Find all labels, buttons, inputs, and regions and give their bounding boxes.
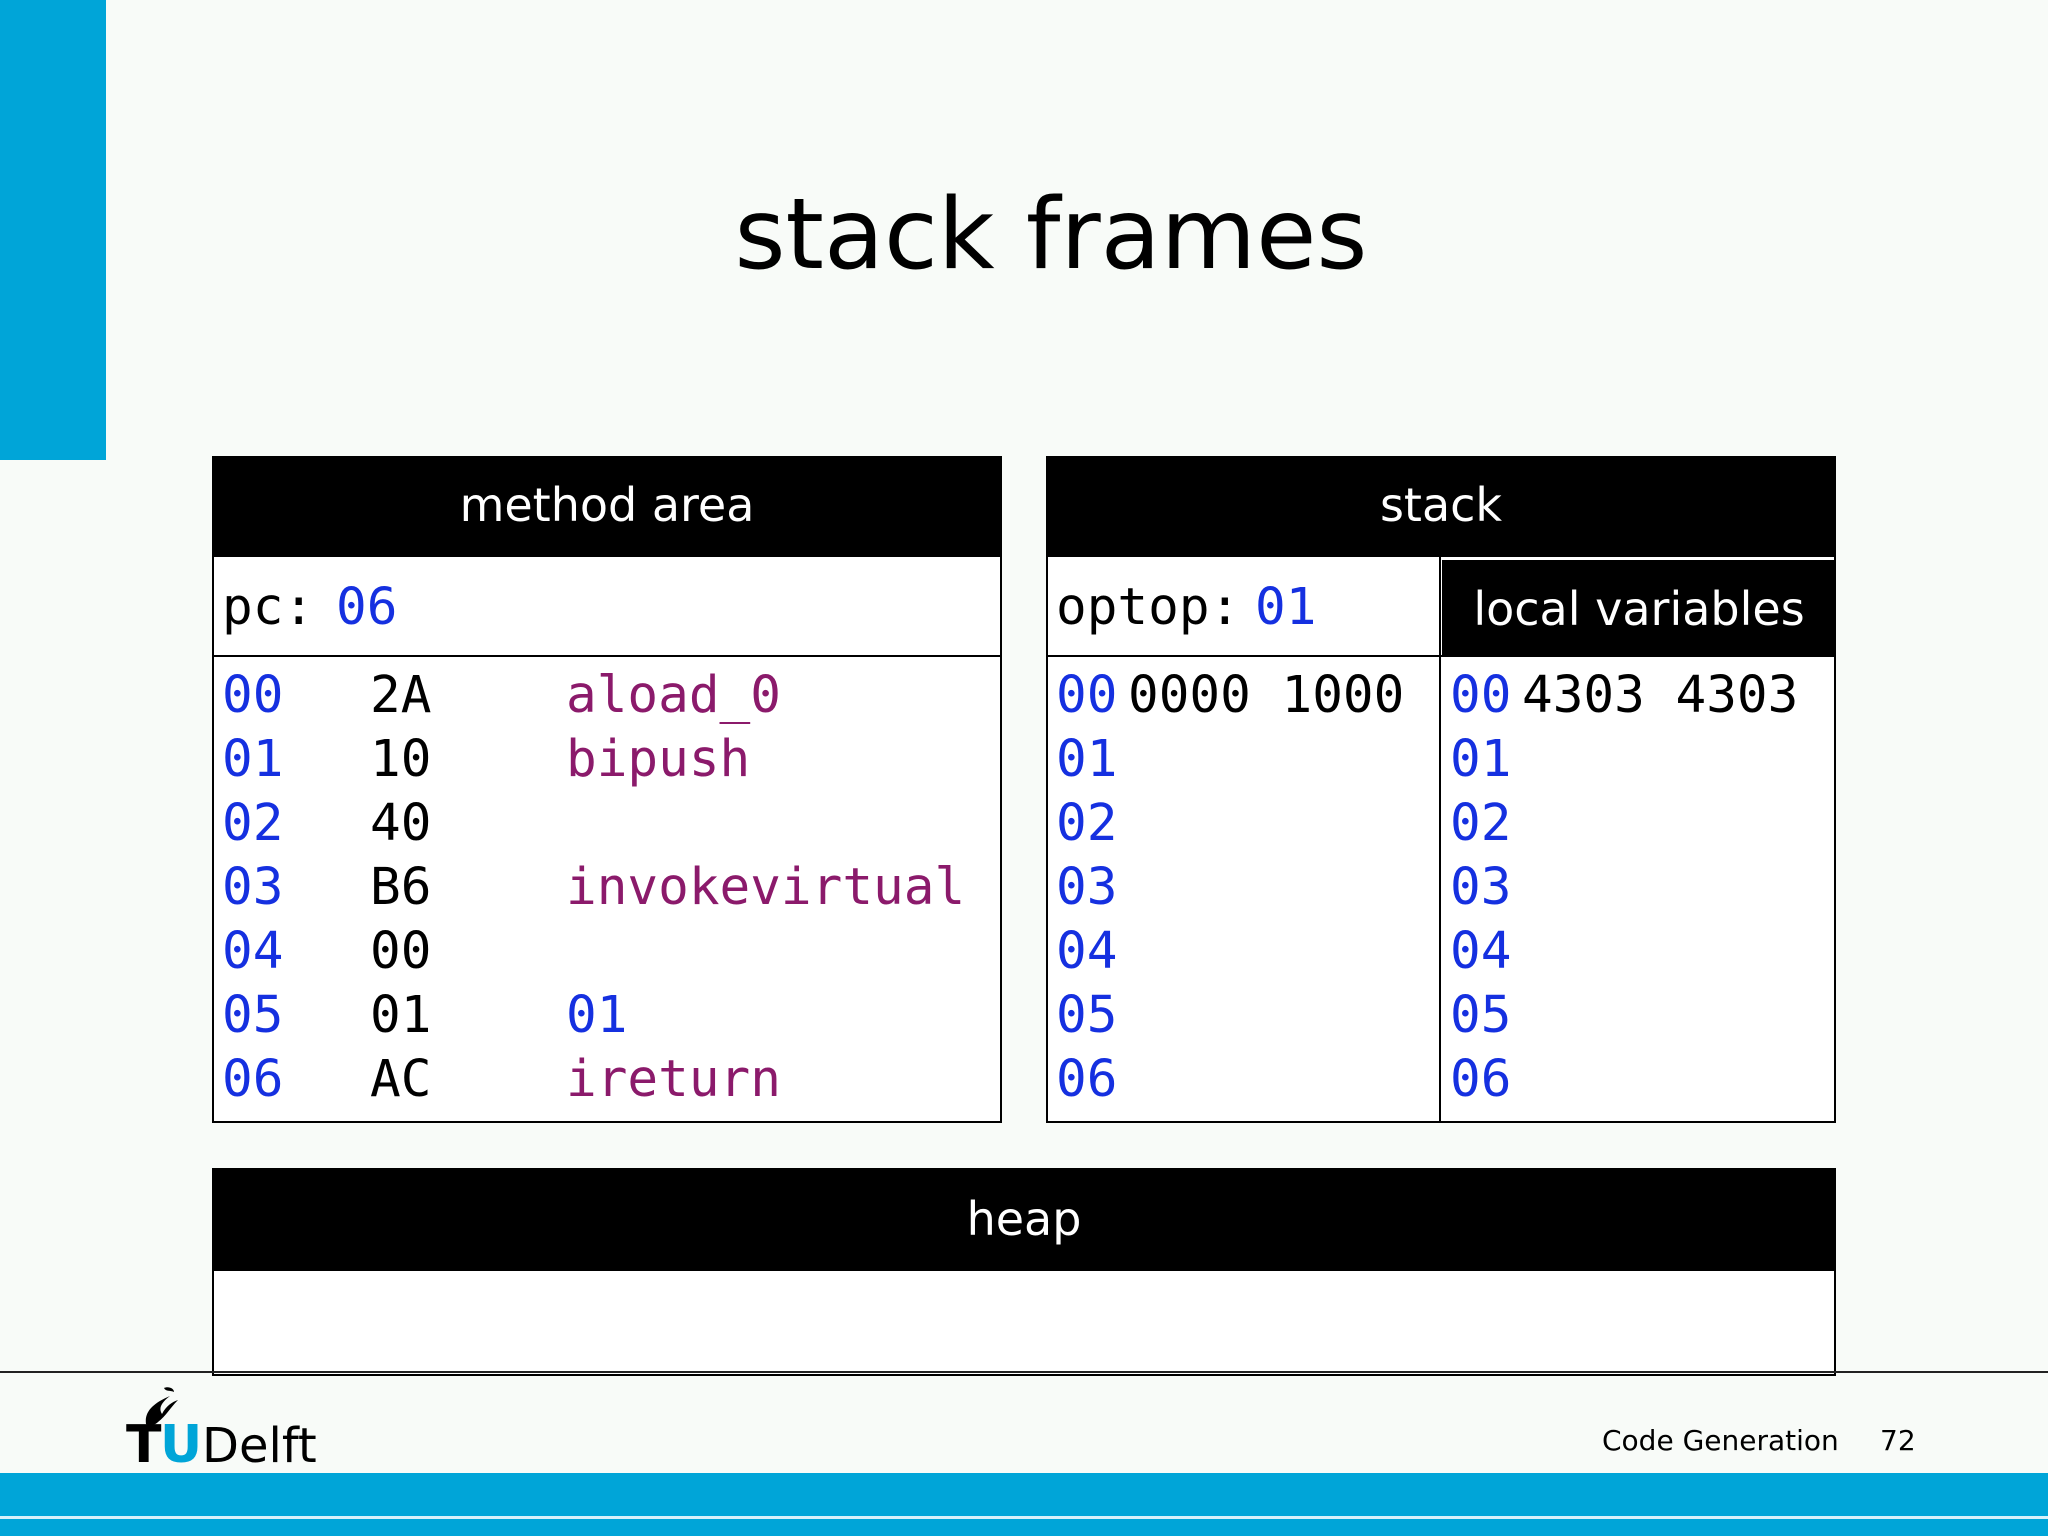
method-row-byte: 10 (370, 730, 432, 789)
method-row-byte: 2A (370, 666, 432, 725)
local-variables-header-label: local variables (1473, 582, 1805, 636)
method-row-instruction: bipush (566, 730, 751, 789)
method-row-instruction: aload_0 (566, 666, 781, 725)
stack-row-address: 05 (1056, 986, 1118, 1045)
pc-label: pc: (222, 578, 315, 637)
footer-accent-bar (0, 1473, 2048, 1536)
heap-header-label: heap (966, 1192, 1082, 1246)
stack-row-address: 01 (1056, 730, 1118, 789)
svg-text:U: U (160, 1415, 202, 1470)
method-row-byte: 00 (370, 922, 432, 981)
local-row-address: 04 (1450, 922, 1512, 981)
flame-icon: T U Delft (126, 1387, 317, 1475)
divider (1439, 557, 1441, 1123)
stack-header: stack (1046, 456, 1836, 557)
svg-text:Delft: Delft (202, 1418, 317, 1470)
method-area-panel (212, 456, 1002, 1123)
page-number: 72 (1880, 1424, 1916, 1457)
local-row-value: 4303 4303 (1522, 666, 1799, 725)
local-row-address: 00 (1450, 666, 1512, 725)
method-row-address: 04 (222, 922, 284, 981)
method-row-byte: 40 (370, 794, 432, 853)
method-row-byte: AC (370, 1050, 432, 1109)
stack-row-address: 04 (1056, 922, 1118, 981)
method-area-header: method area (212, 456, 1002, 557)
heap-header: heap (212, 1168, 1836, 1271)
method-row-instruction: 01 (566, 986, 628, 1045)
method-row-byte: B6 (370, 858, 432, 917)
stack-row-address: 06 (1056, 1050, 1118, 1109)
local-row-address: 06 (1450, 1050, 1512, 1109)
local-row-address: 03 (1450, 858, 1512, 917)
divider (212, 655, 1002, 657)
tudelft-logo: T U Delft (126, 1380, 346, 1475)
optop-value: 01 (1255, 578, 1317, 637)
local-variables-header: local variables (1442, 560, 1836, 657)
stack-row-address: 00 (1056, 666, 1118, 725)
method-row-address: 06 (222, 1050, 284, 1109)
stack-row-value: 0000 1000 (1128, 666, 1405, 725)
method-row-instruction: invokevirtual (566, 858, 966, 917)
course-title: Code Generation (1602, 1424, 1839, 1457)
method-row-byte: 01 (370, 986, 432, 1045)
method-row-address: 05 (222, 986, 284, 1045)
local-row-address: 02 (1450, 794, 1512, 853)
method-row-address: 00 (222, 666, 284, 725)
stack-row-address: 03 (1056, 858, 1118, 917)
method-row-address: 03 (222, 858, 284, 917)
local-row-address: 01 (1450, 730, 1512, 789)
optop-label: optop: (1056, 578, 1241, 637)
pc-value: 06 (336, 578, 398, 637)
method-row-address: 02 (222, 794, 284, 853)
stack-row-address: 02 (1056, 794, 1118, 853)
divider (1046, 655, 1836, 657)
local-row-address: 05 (1450, 986, 1512, 1045)
method-row-address: 01 (222, 730, 284, 789)
method-row-instruction: ireturn (566, 1050, 781, 1109)
method-area-header-label: method area (459, 478, 755, 532)
stack-header-label: stack (1379, 478, 1503, 532)
svg-text:T: T (126, 1415, 162, 1470)
footer-divider (0, 1371, 2048, 1373)
footer-accent-stripe (0, 1516, 2048, 1519)
slide-title: stack frames (734, 178, 1368, 292)
accent-bar (0, 0, 106, 460)
